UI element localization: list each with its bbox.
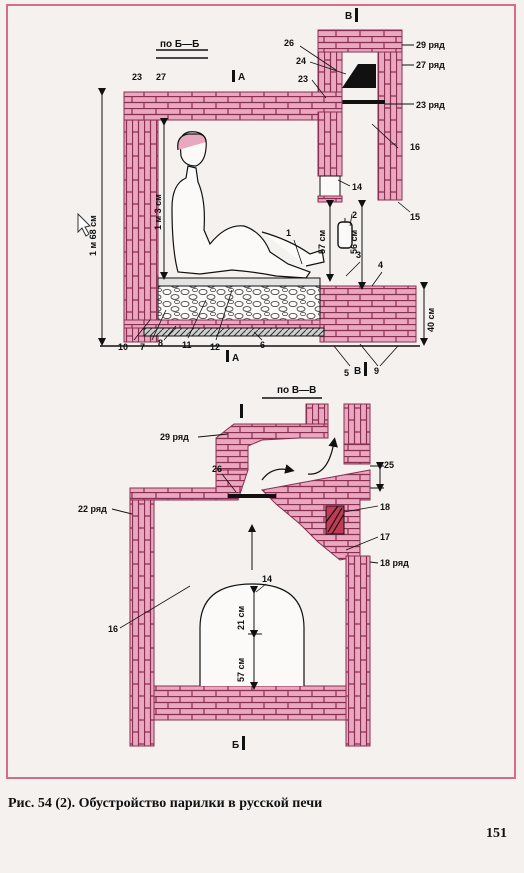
svg-text:23: 23	[298, 74, 308, 84]
page-number: 151	[486, 826, 507, 841]
dim-arch-height: 21 см	[236, 605, 246, 630]
svg-text:11: 11	[182, 340, 192, 350]
svg-text:В: В	[354, 366, 361, 377]
svg-text:Б: Б	[232, 740, 239, 751]
dim-hearth-height: 40 см	[426, 307, 436, 332]
svg-text:А: А	[232, 353, 239, 364]
svg-text:9: 9	[374, 366, 379, 376]
chimney-right-wall	[377, 51, 403, 201]
svg-text:2: 2	[352, 210, 357, 220]
floor-board	[157, 277, 321, 287]
insulation-layer	[143, 327, 325, 337]
chimney-cap	[317, 29, 403, 53]
section-vv: по В—В	[78, 385, 409, 751]
section-bb-title: по Б—Б	[160, 39, 199, 50]
svg-text:3: 3	[356, 250, 361, 260]
right-wall-vv	[345, 555, 371, 747]
svg-text:5: 5	[344, 368, 349, 378]
svg-text:12: 12	[210, 342, 220, 352]
smoke-damper	[342, 64, 376, 88]
row-label-29-vv: 29 ряд	[160, 432, 189, 442]
svg-text:4: 4	[378, 260, 383, 270]
section-vv-title: по В—В	[277, 385, 316, 396]
svg-text:27: 27	[156, 72, 166, 82]
left-wall	[123, 119, 159, 343]
svg-text:6: 6	[260, 340, 265, 350]
svg-text:15: 15	[410, 212, 420, 222]
dim-opening-height-vv: 57 см	[236, 657, 246, 682]
svg-text:24: 24	[296, 56, 306, 66]
flue-arch	[215, 423, 329, 471]
cut-marker-top	[240, 404, 243, 418]
ceiling-wall	[123, 91, 343, 121]
cut-marker-b: Б	[232, 736, 245, 751]
svg-text:26: 26	[284, 38, 294, 48]
person-figure	[171, 131, 325, 279]
svg-text:14: 14	[262, 574, 272, 584]
svg-text:26: 26	[212, 464, 222, 474]
row-label-29: 29 ряд	[416, 40, 445, 50]
svg-text:В: В	[345, 11, 352, 22]
hearth-bed	[153, 685, 347, 721]
svg-text:8: 8	[158, 338, 163, 348]
dim-total-height: 1 м 68 см	[88, 215, 98, 256]
section-bb: по Б—Б	[88, 8, 445, 378]
row-label-18: 18 ряд	[380, 558, 409, 568]
mouse-cursor-icon	[77, 212, 92, 237]
svg-text:7: 7	[140, 342, 145, 352]
row-label-22: 22 ряд	[78, 504, 107, 514]
svg-text:А: А	[238, 72, 245, 83]
svg-text:16: 16	[410, 142, 420, 152]
illustration-frame	[6, 4, 516, 779]
svg-text:25: 25	[384, 460, 394, 470]
svg-text:17: 17	[380, 532, 390, 542]
dim-shelf-height: 1 м 3 см	[153, 194, 163, 230]
cut-marker-v-top: В	[345, 8, 358, 22]
cut-marker-a-top: А	[232, 70, 245, 83]
part-labels-bb: 26 24 23 27 23 16 14 15 2 1 3 4 10 7 8 1…	[118, 38, 420, 378]
dim-opening-height: 57 см	[317, 229, 327, 254]
row-label-23: 23 ряд	[416, 100, 445, 110]
row-label-27: 27 ряд	[416, 60, 445, 70]
partition-wall	[317, 111, 343, 177]
left-wall-vv	[129, 499, 155, 747]
svg-text:1: 1	[286, 228, 291, 238]
cut-marker-v-bottom: В	[354, 362, 367, 377]
dim-tank-height: 56 см	[349, 229, 359, 254]
furnace-opening	[199, 583, 305, 686]
partition-opening	[319, 175, 341, 197]
svg-text:18: 18	[380, 502, 390, 512]
stone-backfill	[157, 285, 321, 321]
svg-text:14: 14	[352, 182, 362, 192]
figure-caption: Рис. 54 (2). Обустройство парилки в русс…	[8, 796, 323, 811]
svg-text:16: 16	[108, 624, 118, 634]
hearth-front	[319, 285, 417, 343]
svg-text:23: 23	[132, 72, 142, 82]
cut-marker-a-bottom: А	[226, 350, 239, 364]
part-labels-vv: 26 25 18 17 14 16	[108, 460, 394, 634]
svg-text:10: 10	[118, 342, 128, 352]
